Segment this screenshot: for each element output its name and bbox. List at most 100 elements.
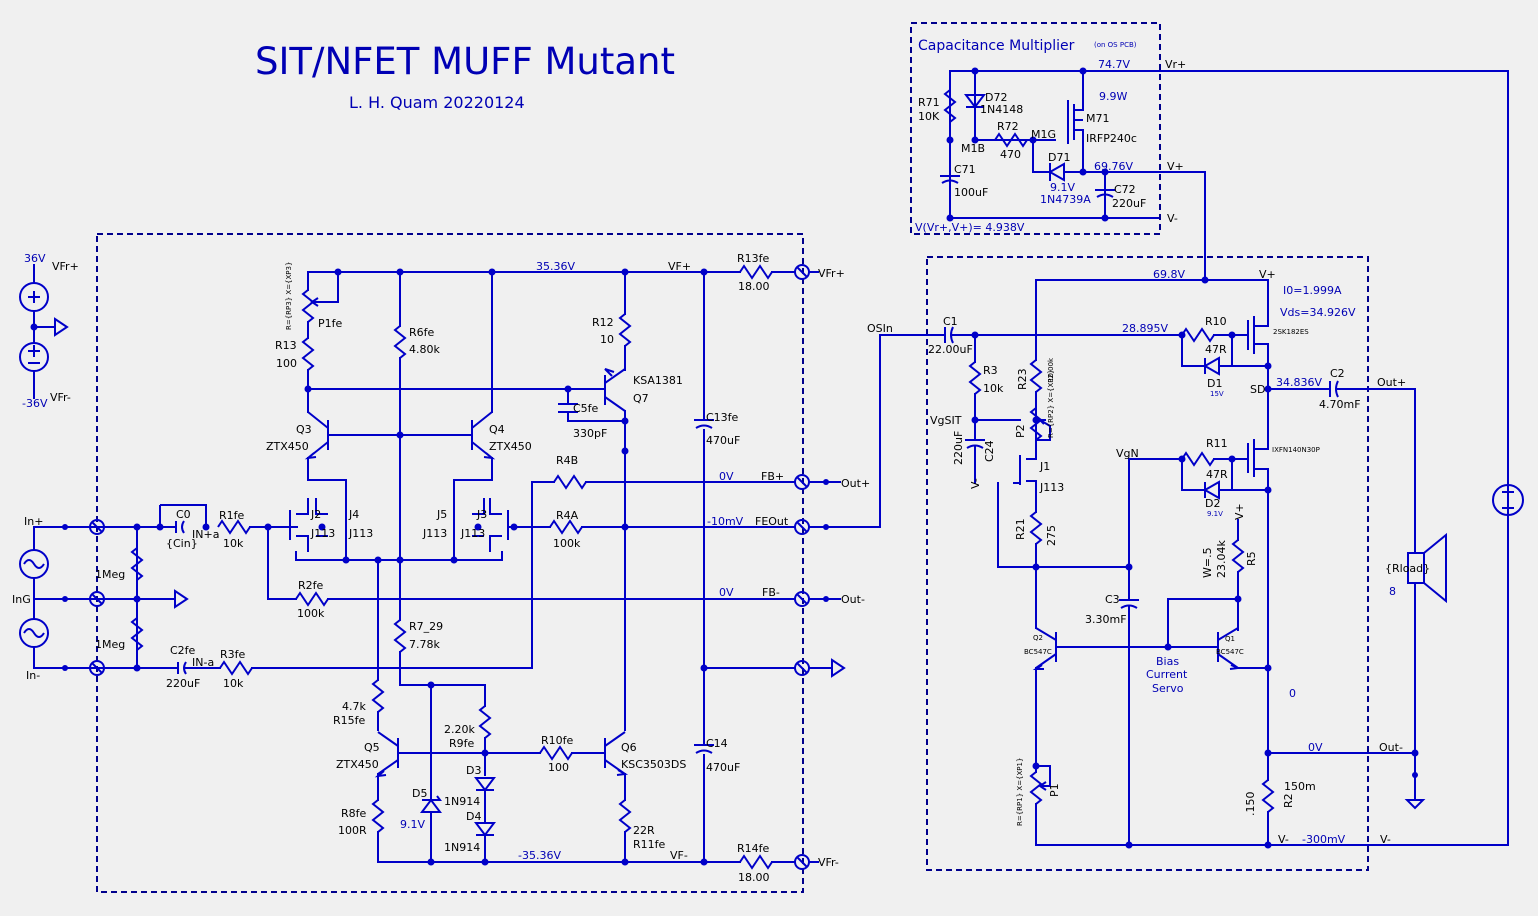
ref-p1fe: P1fe <box>318 317 343 330</box>
part-j1: J113 <box>1039 481 1064 494</box>
val-r4a: 100k <box>553 537 581 550</box>
part-j5: J113 <box>422 527 447 540</box>
ref-r3: R3 <box>983 364 998 377</box>
label-out-0v: 0V <box>1308 741 1323 754</box>
val-c2fe: 220uF <box>166 677 200 690</box>
ref-j2: J2 <box>310 508 321 521</box>
ref-d72: D72 <box>985 91 1007 104</box>
cap-multiplier-box <box>910 22 1161 235</box>
val-1meg-bot: 1Meg <box>95 638 125 651</box>
net-m1g: M1G <box>1031 128 1056 141</box>
val-r71: 10K <box>918 110 940 123</box>
ref-j3: J3 <box>476 508 487 521</box>
net-vplus-cm: V+ <box>1167 160 1184 173</box>
val-r14fe: 18.00 <box>738 871 770 884</box>
net-vfminus: VF- <box>670 849 688 862</box>
front-end: 35.36V VF+ R13fe 18.00 VFr+ -35.36V VF- … <box>103 252 946 884</box>
ref-c2fe: C2fe <box>170 644 196 657</box>
val-c13fe: 470uF <box>706 434 740 447</box>
net-fbminus: FB- <box>762 586 780 599</box>
label-74v: 74.7V <box>1098 58 1130 71</box>
part-d3: 1N914 <box>444 795 480 808</box>
ref-c5fe: C5fe <box>573 402 599 415</box>
label-34836v: 34.836V <box>1276 376 1322 389</box>
ref-j1: J1 <box>1039 460 1050 473</box>
net-vrplus: Vr+ <box>1165 58 1186 71</box>
ref-r8fe: R8fe <box>341 807 367 820</box>
ref-r13: R13 <box>275 339 297 352</box>
cap-mult-note: (on OS PCB) <box>1094 41 1137 49</box>
part-j4: J113 <box>348 527 373 540</box>
part-q7: KSA1381 <box>633 374 683 387</box>
part-q5: ZTX450 <box>336 758 379 771</box>
label-zero: 0 <box>1289 687 1296 700</box>
ref-r21: R21 <box>1014 518 1027 540</box>
capacitance-multiplier: Capacitance Multiplier (on OS PCB) 74.7V… <box>915 38 1509 846</box>
front-end-box <box>96 233 804 893</box>
val-c3: 3.30mF <box>1085 613 1127 626</box>
servo-label-1: Bias <box>1156 655 1179 668</box>
ref-r4a: R4A <box>556 509 579 522</box>
ref-c24: C24 <box>983 440 996 462</box>
label-vdiff: V(Vr+,V+)= 4.938V <box>915 221 1025 234</box>
net-outplus-fe: Out+ <box>841 477 870 490</box>
val-r2: 150m <box>1284 780 1316 793</box>
val-1meg-top: 1Meg <box>95 568 125 581</box>
net-m1b: M1B <box>961 142 985 155</box>
ref-r2: R2 <box>1282 793 1295 808</box>
ref-r1fe: R1fe <box>219 509 245 522</box>
part-d4: 1N914 <box>444 841 480 854</box>
ref-r23: R23 <box>1016 368 1029 390</box>
part-j3: J113 <box>460 527 485 540</box>
val-r9fe: 2.20k <box>444 723 475 736</box>
net-fbplus: FB+ <box>761 470 784 483</box>
supply-sources: 36V VFr+ -36V VFr- <box>19 252 79 410</box>
servo-label-3: Servo <box>1152 682 1184 695</box>
val-d2: 9.1V <box>1207 510 1223 518</box>
ref-d4: D4 <box>466 810 481 823</box>
net-outminus-fe: Out- <box>841 593 865 606</box>
ref-c2: C2 <box>1330 367 1345 380</box>
net-osin: OSIn <box>867 322 893 335</box>
val-r3fe: 10k <box>223 677 244 690</box>
ref-q1: Q1 <box>1225 635 1235 643</box>
servo-label-2: Current <box>1146 668 1188 681</box>
val-w: W=.5 <box>1201 547 1214 578</box>
param-p2: R={RP2} X={XP2} <box>1047 370 1055 438</box>
label-m36v: -36V <box>22 397 48 410</box>
label-fbp-0v: 0V <box>719 470 734 483</box>
ref-d2: D2 <box>1205 497 1220 510</box>
part-d71: 1N4739A <box>1040 193 1091 206</box>
val-r23: 10.00k <box>1047 357 1055 382</box>
net-vfplus: VF+ <box>668 260 691 273</box>
param-p1fe: R={RP3} X={XP3} <box>285 262 293 330</box>
label-feout-v: -10mV <box>707 515 744 528</box>
output-stage-box <box>926 256 1369 871</box>
val-d72: 1N4148 <box>980 103 1023 116</box>
val-r10fe: 100 <box>548 761 569 774</box>
val-c14: 470uF <box>706 761 740 774</box>
ref-q7: Q7 <box>633 392 649 405</box>
net-in-minus: In- <box>26 669 40 682</box>
ref-c14: C14 <box>706 737 728 750</box>
net-vminus-right: V- <box>1380 833 1391 846</box>
val-d1: 15V <box>1210 390 1224 398</box>
ref-r10: R10 <box>1205 315 1227 328</box>
net-vminus-cm: V- <box>1167 212 1178 225</box>
ref-r14fe: R14fe <box>737 842 770 855</box>
net-outminus-os: Out- <box>1379 741 1403 754</box>
val-c5fe: 330pF <box>573 427 607 440</box>
net-inpa: IN+a <box>192 528 219 541</box>
ref-q5: Q5 <box>364 741 380 754</box>
val-r13: 100 <box>276 357 297 370</box>
val-r5: 23.04k <box>1215 540 1228 578</box>
val-r11fe: 22R <box>633 824 655 837</box>
val-r2fe: 100k <box>297 607 325 620</box>
part-q6: KSC3503DS <box>621 758 686 771</box>
label-i0: I0=1.999A <box>1283 284 1342 297</box>
val-r15fe: 4.7k <box>342 700 366 713</box>
ref-q2: Q2 <box>1033 634 1043 642</box>
ref-r7: R7_29 <box>409 620 443 633</box>
val-r13fe: 18.00 <box>738 280 770 293</box>
